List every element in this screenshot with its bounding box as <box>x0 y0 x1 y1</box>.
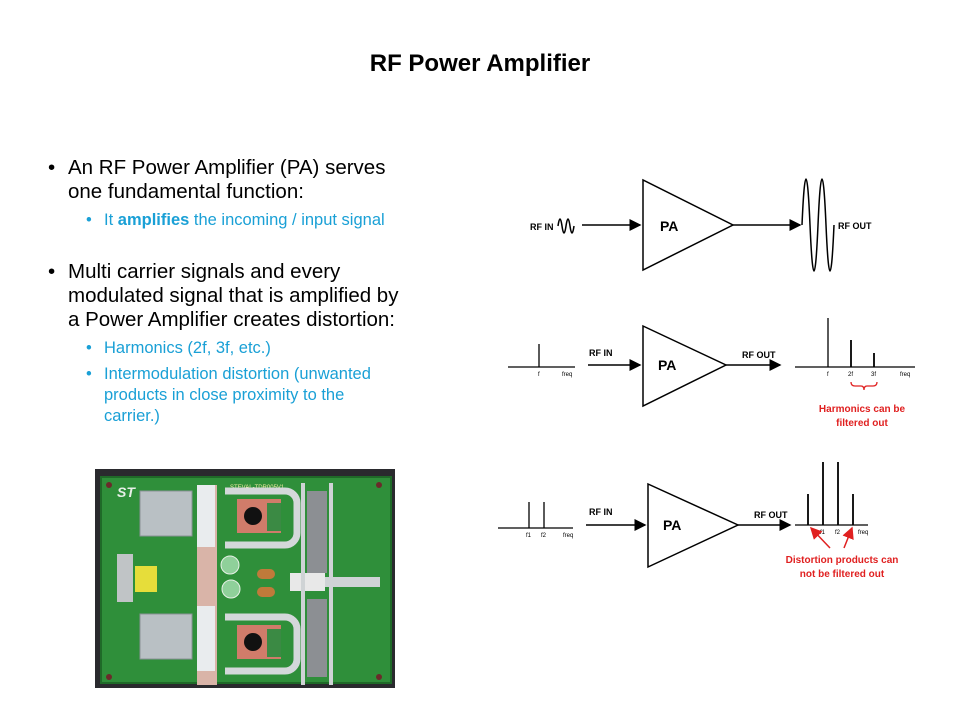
tick-label: freq <box>563 533 573 539</box>
sub-bullet-text: products in close proximity to the <box>104 386 345 404</box>
sub-bullet-bold: amplifies <box>117 211 190 229</box>
sub-bullet-intermodulation: • Intermodulation distortion (unwanted p… <box>48 364 478 427</box>
sub-bullet-text: Harmonics (2f, 3f, etc.) <box>104 339 271 357</box>
rf-out-label: RF OUT <box>754 510 788 520</box>
tick-label: f <box>827 372 829 378</box>
bullet-text: An RF Power Amplifier (PA) serves <box>68 156 386 179</box>
bullet-text: modulated signal that is amplified by <box>68 284 399 307</box>
pa-label: PA <box>663 517 681 533</box>
rf-out-label: RF OUT <box>838 221 872 231</box>
tick-label: 3f <box>871 372 876 378</box>
pa-triangle <box>642 178 735 272</box>
rf-in-label: RF IN <box>530 222 554 232</box>
sub-bullet-text: carrier.) <box>104 407 160 425</box>
rf-out-label: RF OUT <box>742 350 776 360</box>
diagram-basic-amplification: RF IN PA RF OUT <box>530 178 872 272</box>
tick-label: 2f <box>848 372 853 378</box>
harmonics-brace <box>850 381 878 391</box>
bullet-text: Multi carrier signals and every <box>68 260 341 283</box>
sub-bullet-text: Intermodulation distortion (unwanted <box>104 365 371 383</box>
tick-label: f <box>538 372 540 378</box>
harmonics-annotation: Harmonics can be <box>819 404 906 415</box>
tick-label: freq <box>562 372 572 378</box>
bullet-pa-function: An RF Power Amplifier (PA) serves one fu… <box>48 156 478 204</box>
bullet-text: one fundamental function: <box>68 180 304 203</box>
tick-label: f1 <box>820 530 826 536</box>
st-logo: ST <box>117 484 136 500</box>
sub-bullet-text: the incoming / input signal <box>189 211 385 229</box>
pa-label: PA <box>658 357 676 373</box>
pa-label: PA <box>660 218 678 234</box>
distortion-annotation: not be filtered out <box>800 569 885 580</box>
slide-title: RF Power Amplifier <box>369 50 591 77</box>
annotation-arrow-lower <box>809 526 831 549</box>
distortion-annotation: Distortion products can <box>786 555 899 566</box>
bullet-dot: • <box>86 211 92 229</box>
rf-in-label: RF IN <box>589 507 613 517</box>
sub-bullet-amplifies: • It amplifies the incoming / input sign… <box>48 208 478 232</box>
diagram-harmonics: f freq RF IN PA RF OUT f 2f 3f freq Harm… <box>508 318 915 429</box>
bullet-text: a Power Amplifier creates distortion: <box>68 308 395 331</box>
bullet-dot: • <box>86 365 92 383</box>
pcb-photo: ST STEVAL-TDR005V1 <box>95 469 395 688</box>
tick-label: freq <box>858 530 868 536</box>
tick-label: f1 <box>526 533 532 539</box>
bullet-list: An RF Power Amplifier (PA) serves one fu… <box>48 156 478 427</box>
annotation-arrow-upper <box>842 526 854 549</box>
bullet-distortion: Multi carrier signals and every modulate… <box>48 260 478 332</box>
diagram-intermodulation: f1 f2 freq RF IN PA RF OUT f1 f2 freq Di… <box>498 462 898 580</box>
pa-diagrams: RF IN PA RF OUT f freq RF IN PA RF OUT f… <box>498 178 915 580</box>
sub-bullet-text: It <box>104 211 118 229</box>
pa-triangle <box>647 482 740 569</box>
tick-label: f2 <box>835 530 841 536</box>
rf-in-label: RF IN <box>589 348 613 358</box>
bullet-dot: • <box>86 339 92 357</box>
harmonics-annotation: filtered out <box>836 418 888 429</box>
sub-bullet-harmonics: • Harmonics (2f, 3f, etc.) <box>48 336 478 360</box>
small-sine-wave-icon <box>557 218 575 234</box>
pa-triangle <box>642 324 728 408</box>
large-sine-wave-icon <box>801 178 835 272</box>
tick-label: f2 <box>541 533 547 539</box>
tick-label: freq <box>900 372 910 378</box>
